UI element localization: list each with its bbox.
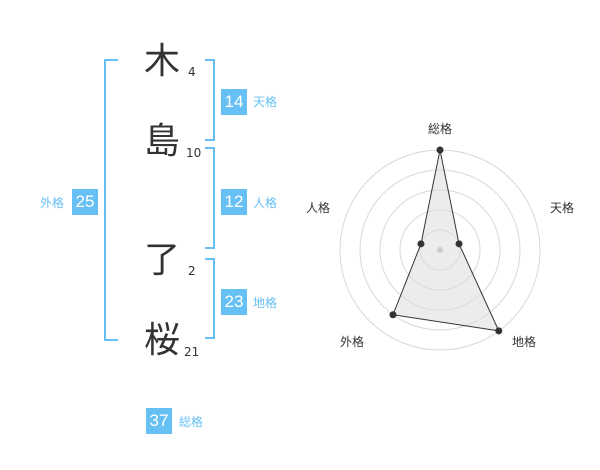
radar-point-0 [436, 146, 444, 154]
chikaku-label: 地格 [253, 296, 278, 310]
radar-center-dot [437, 247, 443, 253]
stroke-count-2: 10 [186, 146, 202, 160]
radar-point-4 [417, 240, 425, 248]
radar-axis-label-tenkaku: 天格 [549, 201, 574, 215]
radar-axis-label-chikaku: 地格 [511, 335, 536, 349]
soukaku-label: 総格 [179, 415, 204, 429]
stroke-count-4: 21 [184, 345, 200, 359]
radar-axis-label-soukaku: 総格 [427, 122, 452, 136]
jinkaku-value-badge: 12 [221, 189, 247, 215]
radar-axis-label-gaikaku: 外格 [339, 335, 364, 349]
radar-point-3 [389, 311, 397, 319]
name-char-4: 桜 [144, 320, 181, 361]
radar-series-polygon [392, 149, 500, 332]
name-char-3: 了 [144, 240, 181, 281]
gaikaku-value-badge: 25 [72, 189, 98, 215]
radar-point-1 [455, 240, 463, 248]
tenkaku-label: 天格 [253, 95, 278, 109]
stroke-count-1: 4 [188, 65, 196, 79]
name-char-2: 島 [144, 121, 181, 162]
jinkaku-label: 人格 [253, 196, 278, 210]
soukaku-value-badge: 37 [146, 408, 172, 434]
name-char-1: 木 [144, 41, 181, 82]
stroke-count-3: 2 [188, 264, 196, 278]
radar-axis-label-jinkaku: 人格 [305, 201, 330, 215]
gaikaku-label: 外格 [40, 196, 65, 210]
tenkaku-value-badge: 14 [221, 89, 247, 115]
radar-point-2 [495, 327, 503, 335]
chikaku-value-badge: 23 [221, 289, 247, 315]
